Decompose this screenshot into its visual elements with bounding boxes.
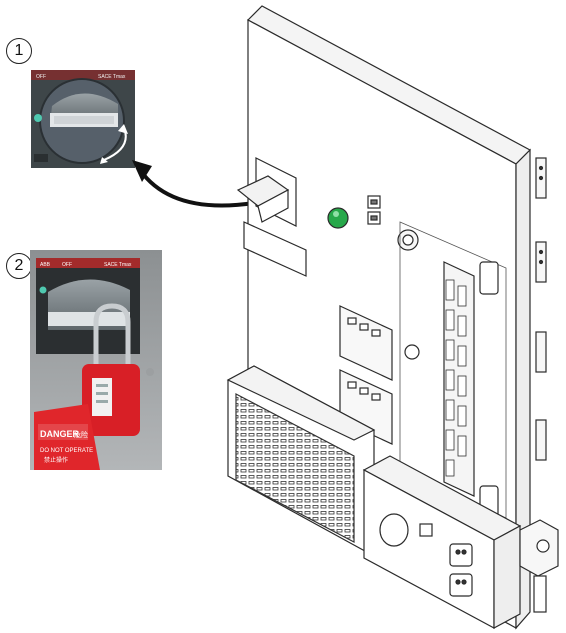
photo1-label-brand: SACE Tmax [98,74,126,80]
photo2-label-brand: ABB [40,262,51,268]
photo2-label-off: OFF [62,262,72,268]
photo-1-handle-closeup: OFF SACE Tmax [31,70,135,168]
electrical-enclosure [226,5,559,630]
step-1-badge: 1 [6,38,32,64]
tag-text-cn: 禁止操作 [44,456,68,464]
photo1-label-off: OFF [36,74,46,80]
photo-2-lockout-closeup: ABB OFF SACE Tmax DANGER 危险 DO NOT OPERA… [30,250,162,470]
pointer-arrow [132,160,255,208]
tag-title: DANGER [40,429,80,439]
danger-tag [34,404,100,470]
step-2-badge: 2 [6,253,32,279]
tag-title-cn: 危险 [74,430,88,439]
photo2-label-brand2: SACE Tmax [104,262,132,268]
tag-text: DO NOT OPERATE [40,448,93,454]
